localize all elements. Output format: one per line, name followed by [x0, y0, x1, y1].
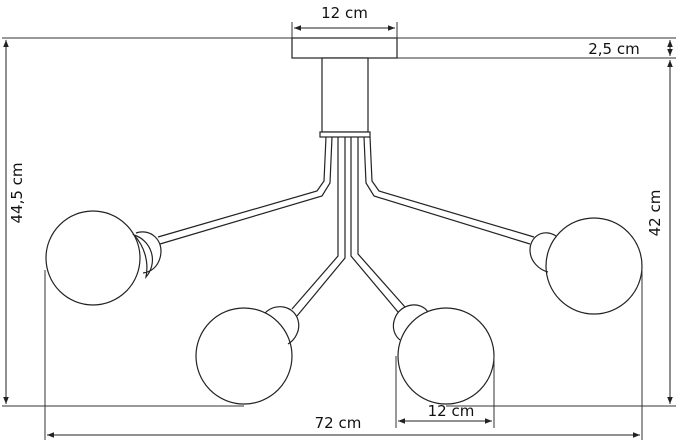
dimension-canopy-height: 2,5 cm	[397, 37, 676, 59]
globe-far-left	[45, 210, 162, 306]
lamp-arms	[157, 136, 535, 317]
ceiling-canopy	[291, 37, 398, 59]
globe-far-right	[529, 217, 643, 315]
canopy-width-label: 12 cm	[321, 4, 368, 22]
globe-inner-left	[195, 306, 300, 405]
dimension-globe-diameter: 12 cm	[395, 356, 495, 428]
lamp-stem	[321, 57, 369, 133]
canopy-height-label: 2,5 cm	[588, 40, 639, 58]
stem-collar	[319, 131, 371, 138]
ceiling-lamp	[45, 37, 643, 405]
dimension-fixture-height: 42 cm	[446, 60, 676, 407]
dimension-overall-width: 72 cm	[44, 270, 643, 440]
dimension-overall-height: 44,5 cm	[2, 37, 292, 407]
dimension-canopy-width: 12 cm	[291, 4, 398, 38]
overall-height-label: 44,5 cm	[8, 162, 26, 223]
fixture-height-label: 42 cm	[646, 190, 664, 237]
globe-inner-right	[392, 304, 495, 405]
globe-diameter-label: 12 cm	[428, 402, 475, 420]
overall-width-label: 72 cm	[315, 414, 362, 432]
